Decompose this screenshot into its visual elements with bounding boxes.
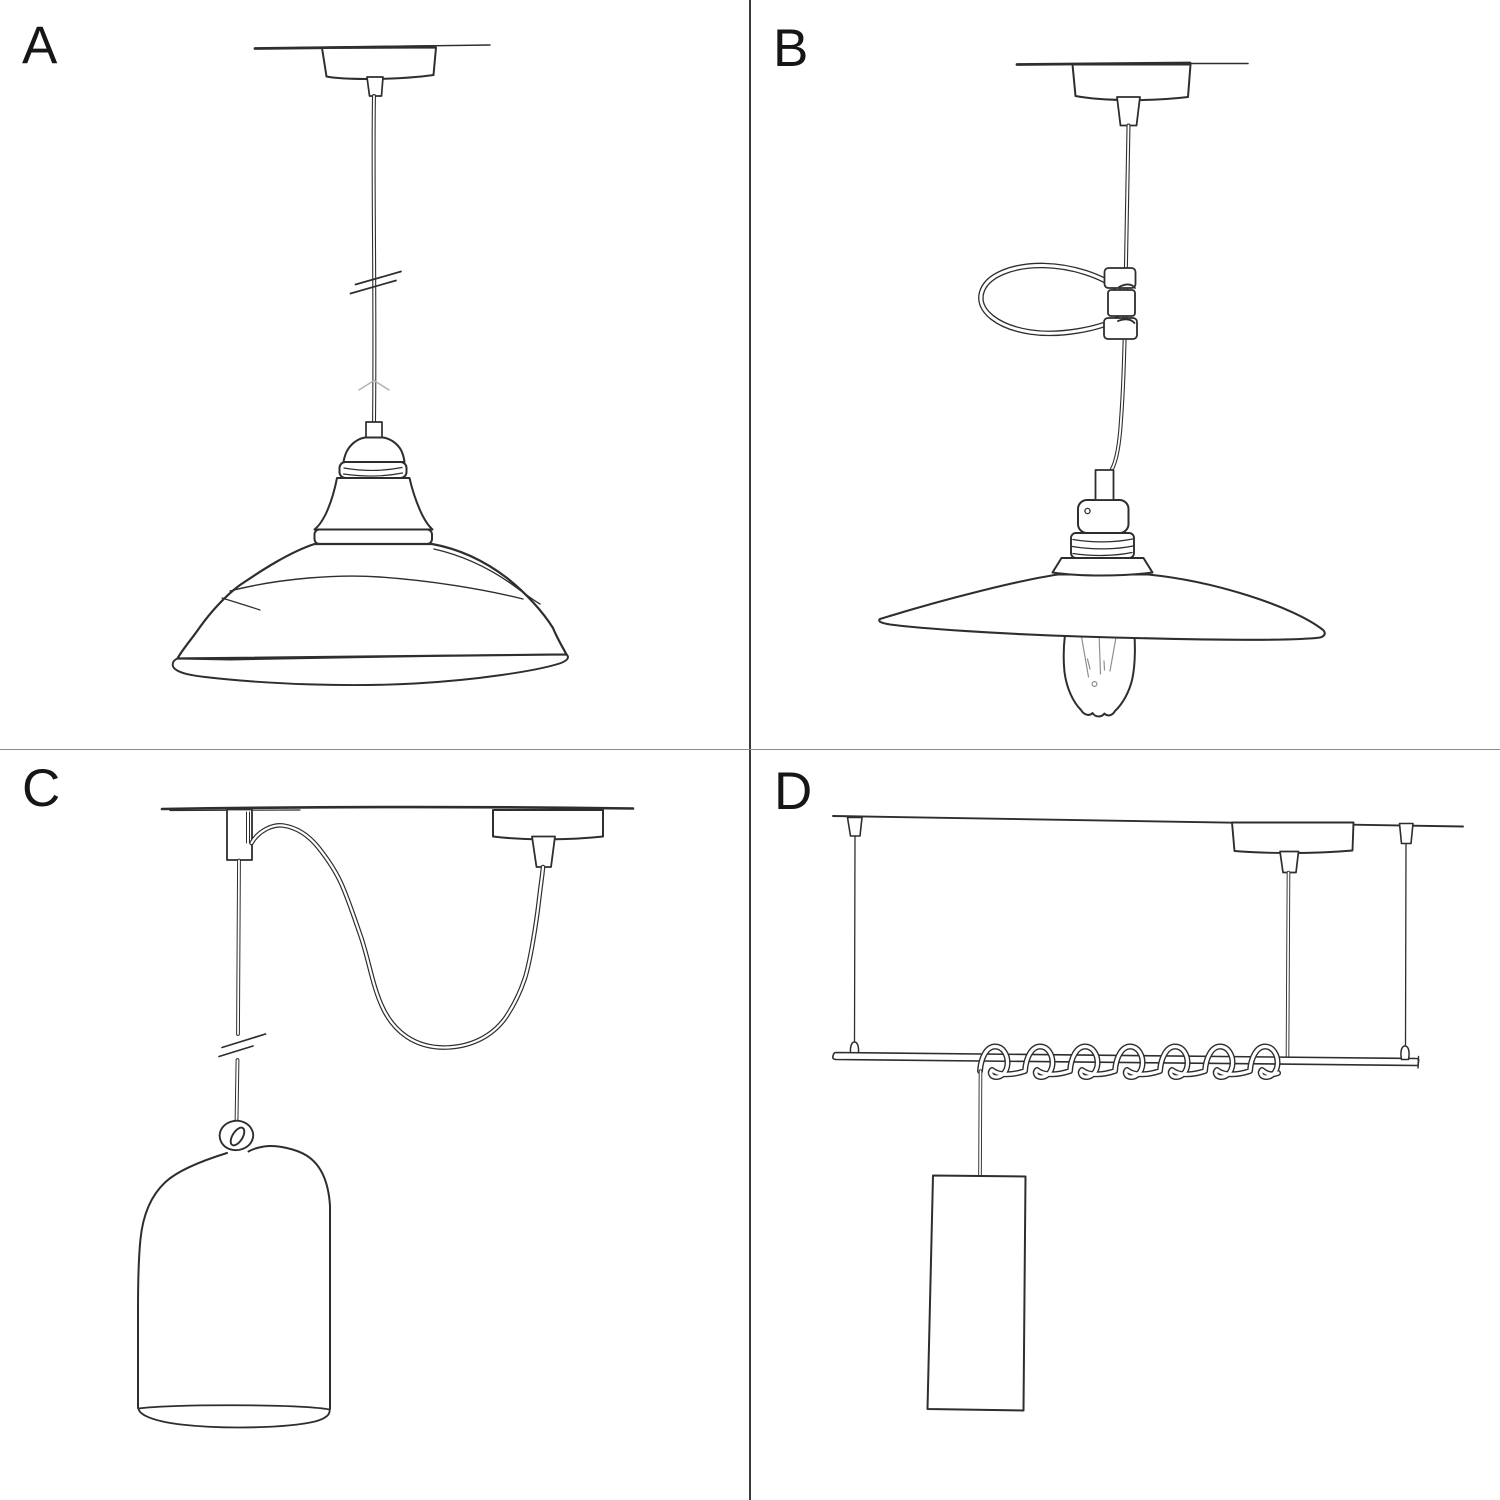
bell-shade — [137, 1145, 331, 1429]
sketch-d-bar-tube-shade-pendant — [832, 815, 1464, 1412]
plate-shade — [878, 573, 1326, 641]
quadrant-a — [0, 0, 750, 750]
swag-cord — [249, 823, 546, 1050]
label-d: D — [774, 762, 813, 821]
cable-clip — [1103, 267, 1138, 340]
right-cable — [1404, 842, 1407, 1047]
shade-neck — [313, 477, 434, 531]
cord-knot — [218, 1119, 255, 1152]
wrapped-cord-spiral — [977, 1043, 1281, 1080]
sketch-a-bowl-shade-pendant — [171, 44, 569, 686]
holder-cap — [365, 421, 383, 439]
drop-cord — [978, 1069, 983, 1177]
lamp-holder — [1077, 499, 1130, 534]
quadrant-b — [750, 0, 1500, 750]
sketch-b-plate-shade-pendant — [878, 61, 1326, 718]
left-cable — [853, 835, 856, 1043]
sketch-c-swag-bell-shade-pendant — [137, 805, 635, 1429]
ceiling-line — [832, 815, 1464, 828]
length-break-marks — [349, 270, 402, 295]
bar — [832, 1051, 1420, 1067]
length-break-marks — [218, 1033, 267, 1058]
label-b: B — [773, 19, 809, 78]
shade-ridge-lines — [221, 548, 541, 611]
lamp-holder — [342, 436, 406, 463]
cord-grip — [1279, 850, 1300, 874]
horizontal-divider — [0, 749, 1500, 750]
holder-thread-ring — [338, 461, 408, 479]
right-ferrule — [1400, 1045, 1410, 1061]
shade-rim — [171, 653, 569, 686]
ceiling-rose — [321, 46, 437, 80]
holder-detail — [1084, 507, 1091, 515]
cord-grip — [1116, 96, 1141, 127]
ceiling-rose — [1071, 63, 1192, 102]
chevron-mark — [358, 379, 390, 391]
holder-cap — [1094, 469, 1115, 501]
center-cord — [1285, 870, 1291, 1058]
cord-grip — [531, 835, 556, 868]
tube-shade — [926, 1174, 1027, 1412]
vertical-divider — [749, 0, 751, 1500]
ceiling-hook — [226, 808, 253, 861]
holder-thread-ring — [1070, 532, 1135, 559]
cable-retainer-loop — [978, 262, 1121, 337]
ceiling-rose — [492, 809, 604, 841]
cord-grip — [366, 76, 384, 97]
drop-cord — [234, 858, 241, 1124]
ceiling-rose — [1231, 821, 1355, 854]
left-anchor — [846, 816, 863, 837]
quadrant-d — [750, 750, 1500, 1500]
bar-end-tick — [1417, 1055, 1420, 1069]
bowl-shade — [176, 542, 568, 660]
label-c: C — [22, 759, 61, 818]
right-anchor — [1398, 822, 1414, 845]
label-a: A — [22, 16, 58, 75]
shade-collar — [313, 528, 433, 545]
quadrant-c — [0, 750, 750, 1500]
shade-collar — [1051, 557, 1154, 577]
pendant-cord — [371, 94, 377, 426]
